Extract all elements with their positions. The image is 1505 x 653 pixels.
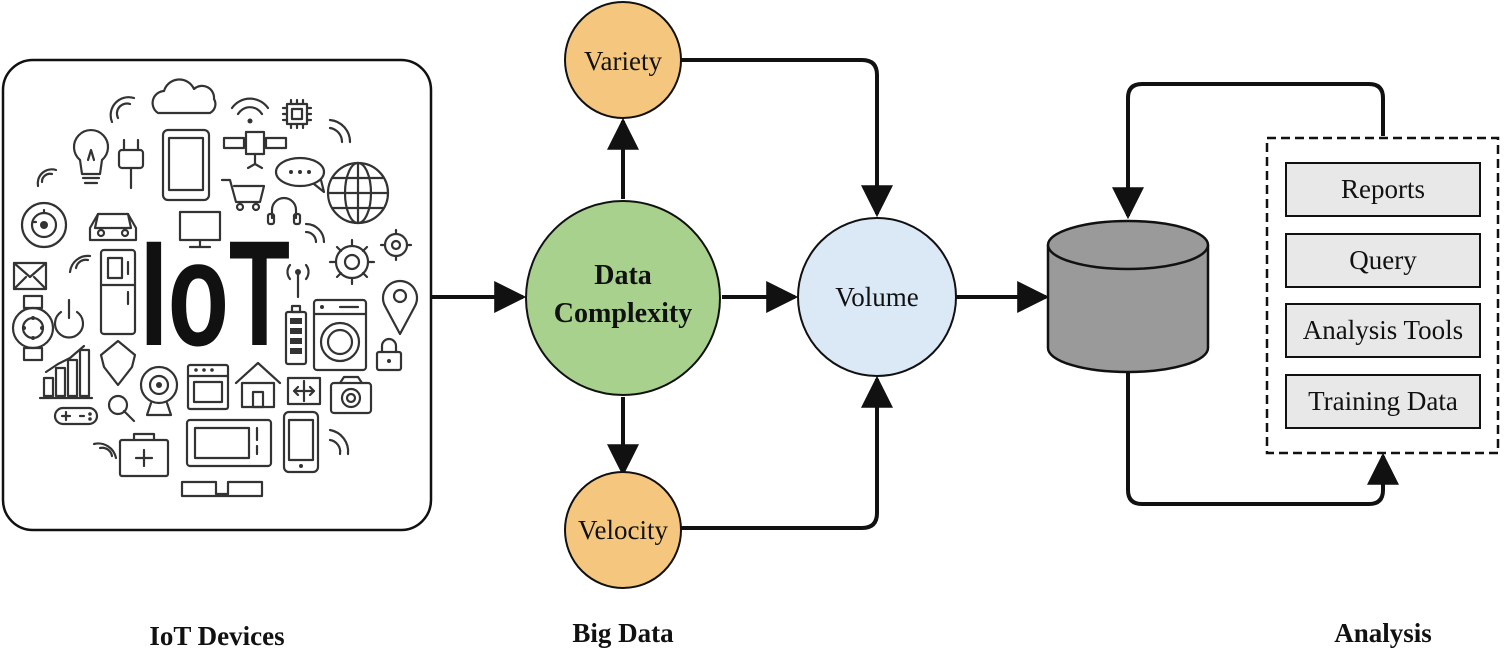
lock-icon [375, 337, 403, 372]
analysis-item-label: Query [1349, 245, 1417, 275]
battery-icon [284, 304, 308, 366]
iot-devices-caption: IoT Devices [149, 621, 284, 651]
analysis-item-label: Analysis Tools [1303, 315, 1463, 345]
smoke-detector-icon [20, 201, 68, 249]
connectors [432, 58, 1399, 530]
cart-icon [220, 178, 266, 212]
oven-icon [186, 363, 230, 411]
circuit-icon [180, 480, 264, 498]
resize-icon [286, 376, 322, 406]
satellite-icon [222, 130, 288, 170]
phone-icon [282, 410, 320, 474]
data-complexity-label-line2: Complexity [554, 298, 692, 329]
arrow-database-to-analysis [1126, 373, 1399, 506]
router-icon [286, 263, 310, 299]
cloud-icon [151, 78, 217, 115]
wifi-icon [36, 168, 58, 188]
wifi-icon [92, 442, 118, 460]
variety-node: Variety [564, 1, 682, 119]
medical-kit-icon [118, 432, 170, 478]
analysis-item-reports: Reports [1285, 162, 1481, 217]
globe-icon [326, 161, 390, 225]
volume-label: Volume [835, 282, 919, 312]
arrow-analysis-to-database [1112, 82, 1385, 220]
analysis-panel: Reports Query Analysis Tools Training Da… [1265, 136, 1500, 455]
wifi-icon [109, 96, 270, 124]
home-icon [234, 361, 282, 409]
analysis-item-query: Query [1285, 233, 1481, 288]
wifi-icon [328, 428, 350, 456]
map-pin-icon [381, 279, 419, 336]
webcam-icon [139, 365, 179, 417]
arrow-variety-to-volume [681, 58, 893, 218]
variety-label: Variety [584, 46, 662, 76]
analysis-item-label: Training Data [1308, 386, 1458, 416]
mail-icon [12, 261, 48, 291]
iot-logo-text: IoT [140, 209, 290, 377]
tablet-icon [161, 128, 211, 202]
volume-node: Volume [797, 217, 957, 377]
wifi-icon [328, 118, 352, 144]
camera-icon [329, 375, 373, 415]
bar-chart-icon [38, 344, 94, 400]
car-icon [88, 212, 138, 242]
analysis-item-label: Reports [1341, 174, 1425, 204]
data-complexity-node: Data Complexity [525, 200, 721, 396]
analysis-item-analysis-tools: Analysis Tools [1285, 303, 1481, 358]
analysis-item-training-data: Training Data [1285, 374, 1481, 429]
iot-devices-panel: IoT [1, 58, 433, 532]
plug-icon [117, 138, 145, 190]
headphones-icon [266, 196, 302, 226]
monitor-icon [178, 210, 222, 249]
fridge-icon [99, 248, 137, 336]
power-icon [53, 298, 85, 339]
wifi-icon [304, 222, 326, 244]
washing-machine-icon [312, 298, 368, 372]
velocity-label: Velocity [578, 515, 668, 545]
data-complexity-label-line1: Data [594, 260, 652, 291]
watch-icon [11, 294, 55, 362]
arrow-velocity-to-volume [681, 375, 893, 530]
database-icon [1046, 219, 1210, 374]
search-icon [107, 394, 136, 423]
velocity-node: Velocity [564, 471, 682, 589]
analysis-caption: Analysis [1334, 618, 1432, 648]
bulb-icon [72, 129, 110, 185]
chat-icon [274, 156, 326, 194]
gamepad-icon [53, 406, 99, 426]
microwave-icon [185, 418, 273, 468]
shield-icon [99, 339, 137, 387]
chip-icon [281, 98, 313, 130]
wifi-icon [68, 254, 92, 274]
gear-icon [328, 228, 413, 286]
big-data-caption: Big Data [572, 618, 674, 648]
